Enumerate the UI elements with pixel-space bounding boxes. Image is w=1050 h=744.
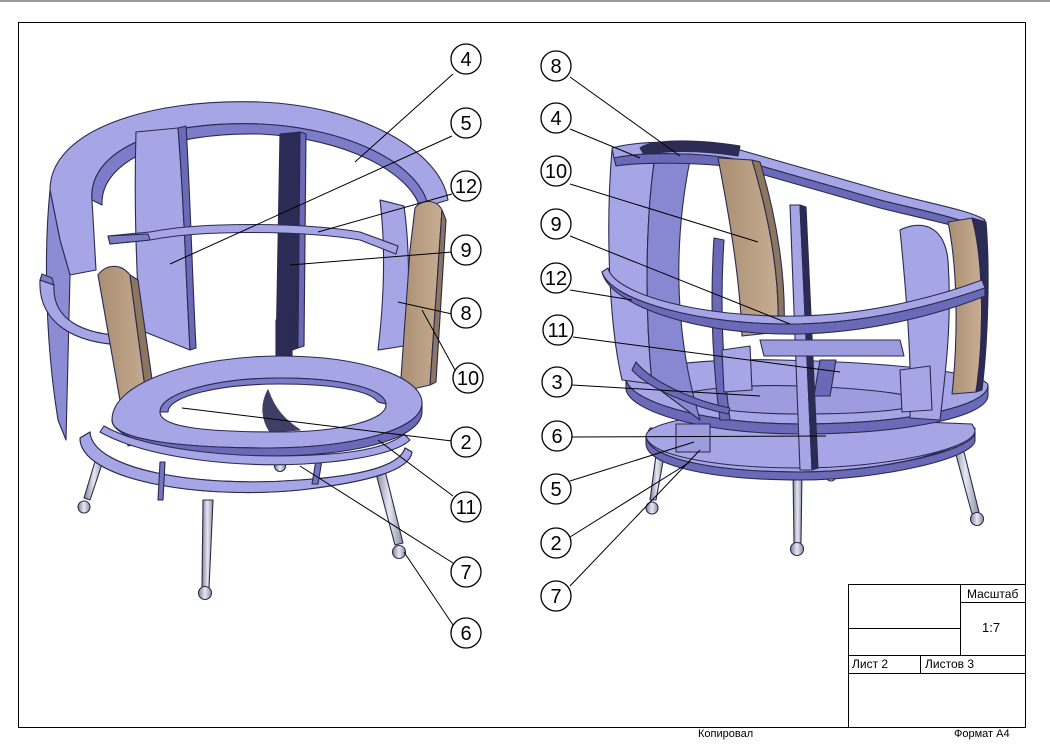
callout-left-6: 6 xyxy=(450,617,482,649)
callout-circle xyxy=(450,556,482,588)
callout-circle xyxy=(540,473,572,505)
callout-left-2: 2 xyxy=(450,426,482,458)
callout-number: 5 xyxy=(550,479,561,501)
callout-number: 9 xyxy=(550,214,561,236)
callout-number: 12 xyxy=(455,176,477,198)
copied-label: Копировал xyxy=(698,728,754,740)
callout-circle xyxy=(450,426,482,458)
callout-circle xyxy=(541,420,573,452)
callout-circle xyxy=(450,617,482,649)
right-wood-armrest xyxy=(947,217,989,395)
title-block-empty-cell xyxy=(848,584,961,629)
callout-number: 6 xyxy=(551,426,562,448)
callout-left-11: 11 xyxy=(450,491,482,523)
right-wood-back-panel xyxy=(717,157,785,337)
sheets-total: Листов 3 xyxy=(925,657,974,671)
callout-number: 10 xyxy=(545,161,567,183)
left-mid-ring xyxy=(107,223,399,255)
callout-number: 11 xyxy=(456,497,477,519)
callout-circle xyxy=(450,234,482,266)
callout-right-12: 12 xyxy=(540,262,572,294)
left-leader-lines xyxy=(169,73,456,626)
callout-number: 5 xyxy=(460,113,471,135)
left-seat-ring xyxy=(111,355,423,457)
format-label: Формат А4 xyxy=(954,728,1010,740)
callout-right-11: 11 xyxy=(542,314,574,346)
right-chair-view xyxy=(601,140,989,557)
callout-circle xyxy=(540,262,572,294)
callout-number: 7 xyxy=(460,562,471,584)
callout-number: 12 xyxy=(545,268,567,290)
callout-circle xyxy=(542,314,574,346)
callout-number: 2 xyxy=(550,533,561,555)
callout-number: 7 xyxy=(550,586,561,608)
callout-circle xyxy=(540,580,572,612)
left-chair-view xyxy=(39,101,449,601)
left-back-ribs xyxy=(134,125,410,363)
callout-number: 4 xyxy=(550,108,561,130)
callout-circle xyxy=(452,362,484,394)
callout-circle xyxy=(540,527,572,559)
callout-circle xyxy=(450,491,482,523)
callout-left-10: 10 xyxy=(452,362,484,394)
callout-circle xyxy=(450,43,482,75)
callout-number: 11 xyxy=(548,320,569,342)
right-armrest-ring xyxy=(601,267,986,335)
callout-number: 4 xyxy=(460,49,471,71)
right-leader-lines xyxy=(569,76,841,587)
callout-circle xyxy=(450,297,482,329)
callout-circle xyxy=(540,155,572,187)
callout-circle xyxy=(450,107,482,139)
callout-left-8: 8 xyxy=(450,297,482,329)
left-front-apron xyxy=(99,425,411,466)
callout-right-3: 3 xyxy=(541,366,573,398)
callout-circle xyxy=(540,102,572,134)
callout-left-5: 5 xyxy=(450,107,482,139)
callout-number: 8 xyxy=(460,303,471,325)
callout-number: 9 xyxy=(460,240,471,262)
title-block-empty-cell-2 xyxy=(848,628,961,656)
callout-number: 10 xyxy=(457,368,479,390)
sheets-total-cell xyxy=(920,655,1026,674)
left-wood-armrest-rear xyxy=(399,200,447,393)
callout-right-6: 6 xyxy=(541,420,573,452)
callout-number: 8 xyxy=(550,56,561,78)
callout-labels: 4 5 12 9 8 10 2 11 7 6 8 4 10 9 12 11 3 6 5 2 7 xyxy=(450,43,574,649)
callout-right-5: 5 xyxy=(540,473,572,505)
callout-right-7: 7 xyxy=(540,580,572,612)
callout-right-2: 2 xyxy=(540,527,572,559)
callout-left-4: 4 xyxy=(450,43,482,75)
callout-right-4: 4 xyxy=(540,102,572,134)
right-mid-ribs xyxy=(789,204,950,471)
callout-circle xyxy=(540,50,572,82)
callout-left-7: 7 xyxy=(450,556,482,588)
callout-right-10: 10 xyxy=(540,155,572,187)
scale-value-cell xyxy=(960,602,1026,656)
callout-number: 3 xyxy=(551,372,562,394)
callout-number: 2 xyxy=(460,432,471,454)
callout-left-12: 12 xyxy=(450,170,482,202)
callout-right-8: 8 xyxy=(540,50,572,82)
callout-circle xyxy=(540,208,572,240)
drawing-frame xyxy=(18,22,1026,728)
callout-circle xyxy=(541,366,573,398)
callout-circle xyxy=(450,170,482,202)
callout-right-9: 9 xyxy=(540,208,572,240)
scale-label: Масштаб xyxy=(967,587,1019,601)
sheet-number: Лист 2 xyxy=(852,657,889,671)
top-border-line xyxy=(0,0,1050,2)
callout-left-9: 9 xyxy=(450,234,482,266)
scale-value: 1:7 xyxy=(982,620,1001,635)
callout-number: 6 xyxy=(460,623,471,645)
